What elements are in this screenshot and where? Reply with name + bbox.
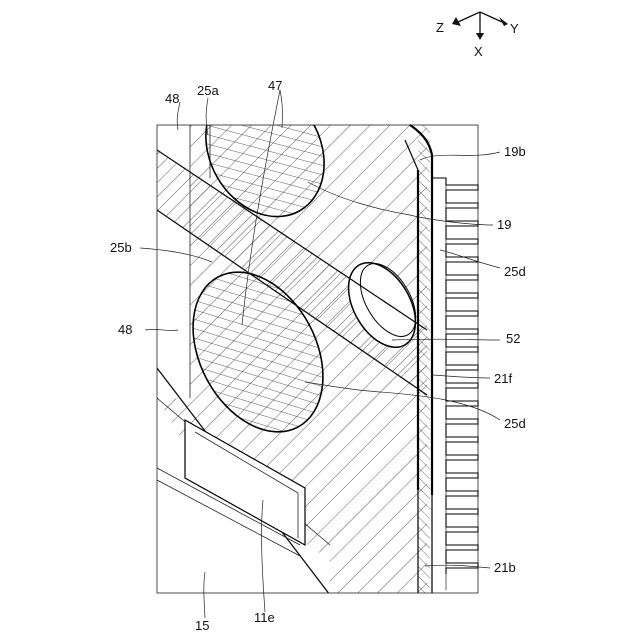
axis-y-label: Y [510, 21, 519, 36]
label-25b: 25b [110, 240, 132, 255]
label-11e: 11e [254, 610, 275, 625]
axis-x-label: X [474, 44, 483, 59]
axis-indicator: Z Y X [436, 12, 519, 59]
label-19: 19 [497, 217, 511, 232]
label-21f: 21f [494, 371, 512, 386]
label-25d-bottom: 25d [504, 416, 526, 431]
label-19b: 19b [504, 144, 526, 159]
label-48-mid: 48 [118, 322, 132, 337]
label-52: 52 [506, 331, 520, 346]
label-25a: 25a [197, 83, 219, 98]
label-25d-top: 25d [504, 264, 526, 279]
label-21b: 21b [494, 560, 516, 575]
label-15: 15 [195, 618, 209, 633]
label-48-top: 48 [165, 91, 179, 106]
label-47: 47 [268, 78, 282, 93]
axis-z-label: Z [436, 20, 444, 35]
